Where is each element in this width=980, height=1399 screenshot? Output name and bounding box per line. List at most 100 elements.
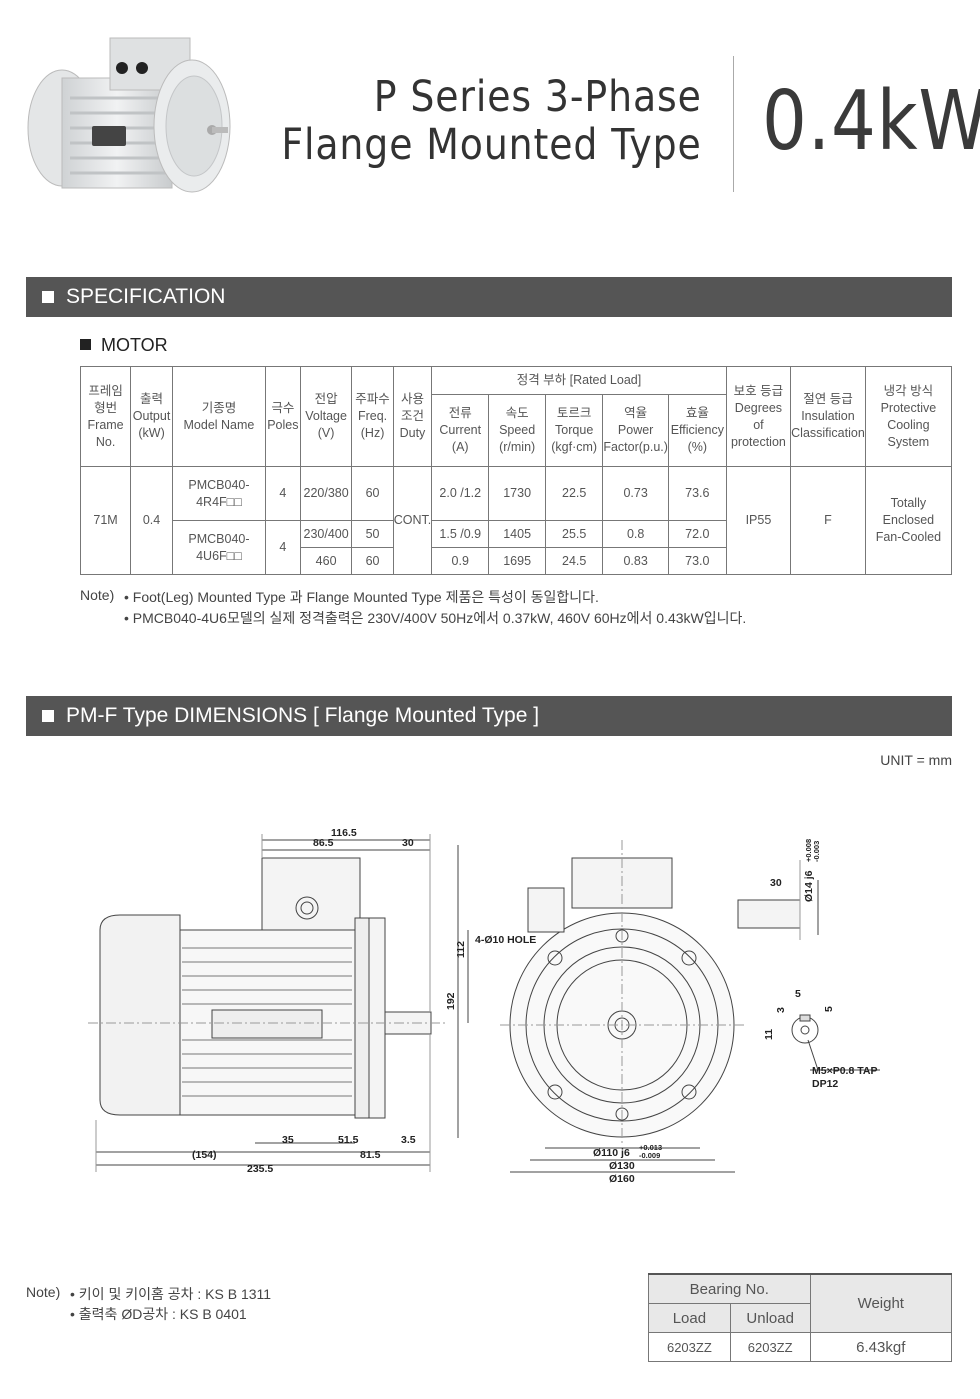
- motor-photo: [22, 28, 234, 206]
- square-bullet-icon: [80, 339, 91, 350]
- title-line-2: Flange Mounted Type: [281, 120, 702, 170]
- spec-note-label: Note): [80, 587, 115, 603]
- load-value: 6203ZZ: [648, 1332, 731, 1362]
- insulation-cell: F: [790, 466, 866, 575]
- dimensions-title: PM-F Type DIMENSIONS [ Flange Mounted Ty…: [66, 704, 540, 727]
- freq-cell: 60: [351, 466, 394, 521]
- dim-110-tol-dn: -0.009: [639, 1151, 660, 1160]
- duty-cell: CONT.: [392, 466, 433, 575]
- dim-hole: 4-Ø10 HOLE: [475, 934, 536, 946]
- bearing-header: Bearing No.: [648, 1273, 811, 1304]
- torque-cell: 24.5: [545, 547, 604, 575]
- pf-cell: 0.73: [602, 466, 669, 521]
- model-cell: PMCB040-4U6F□□: [171, 520, 266, 575]
- specification-title: SPECIFICATION: [66, 285, 226, 308]
- dim-116: 116.5: [331, 827, 357, 839]
- dim-tap: M5×P0.8 TAP: [812, 1065, 877, 1077]
- frame-cell: 71M: [79, 466, 132, 575]
- square-bullet-icon: [42, 291, 54, 303]
- dim-30b: 30: [770, 877, 782, 889]
- freq-cell: 60: [351, 547, 394, 575]
- voltage-cell: 230/400: [299, 520, 353, 548]
- dim-key-3: 3: [775, 1007, 787, 1013]
- dim-130: Ø130: [609, 1160, 635, 1172]
- header-rated-load: 정격 부하 [Rated Load]: [431, 366, 727, 395]
- speed-cell: 1695: [488, 547, 547, 575]
- unload-value: 6203ZZ: [729, 1332, 811, 1362]
- dim-key-11: 11: [763, 1029, 775, 1040]
- speed-cell: 1730: [488, 466, 547, 521]
- pf-cell: 0.83: [602, 547, 669, 575]
- torque-cell: 22.5: [545, 466, 604, 521]
- dim-192: 192: [445, 992, 457, 1010]
- eff-cell: 73.6: [667, 466, 727, 521]
- specification-bar: SPECIFICATION: [26, 277, 952, 317]
- dim-110-tol-up: +0.013: [639, 1143, 662, 1152]
- power-rating: 0.4kW: [762, 74, 980, 169]
- current-cell: 0.9: [431, 547, 490, 575]
- dim-dp: DP12: [812, 1078, 838, 1090]
- bottom-note-label: Note): [26, 1284, 61, 1300]
- spec-note-1: • Foot(Leg) Mounted Type 과 Flange Mounte…: [124, 589, 599, 605]
- poles-cell: 4: [264, 466, 301, 521]
- dim-key-5b: 5: [823, 1006, 835, 1012]
- dim-51: 51.5: [338, 1134, 359, 1146]
- dim-235: 235.5: [247, 1163, 273, 1175]
- spec-note-2: • PMCB040-4U6모델의 실제 정격출력은 230V/400V 50Hz…: [124, 610, 747, 626]
- unload-header: Unload: [729, 1303, 811, 1333]
- pf-cell: 0.8: [602, 520, 669, 548]
- model-cell: PMCB040-4R4F□□: [171, 466, 266, 521]
- poles-cell: 4: [264, 520, 301, 575]
- eff-cell: 73.0: [667, 547, 727, 575]
- bottom-note-1: • 키이 및 키이홈 공차 : KS B 1311: [70, 1286, 272, 1302]
- dim-3-5: 3.5: [401, 1134, 416, 1146]
- weight-value: 6.43kgf: [809, 1332, 953, 1362]
- voltage-cell: 220/380: [299, 466, 353, 521]
- voltage-cell: 460: [299, 547, 353, 575]
- eff-cell: 72.0: [667, 520, 727, 548]
- current-cell: 2.0 /1.2: [431, 466, 490, 521]
- current-cell: 1.5 /0.9: [431, 520, 490, 548]
- title-line-1: P Series 3-Phase: [373, 72, 702, 122]
- freq-cell: 50: [351, 520, 394, 548]
- dimension-drawing: 116.5 86.5 30 112 192 35 51.5 3.5 (154) …: [88, 827, 880, 1185]
- load-header: Load: [648, 1303, 731, 1333]
- torque-cell: 25.5: [545, 520, 604, 548]
- header-divider: [733, 56, 734, 192]
- dim-154: (154): [192, 1149, 217, 1161]
- weight-header: Weight: [809, 1273, 953, 1333]
- dim-86: 86.5: [313, 837, 334, 849]
- dim-shaft: Ø14 j6: [803, 870, 815, 902]
- dim-112: 112: [455, 941, 467, 958]
- dim-81: 81.5: [360, 1149, 381, 1161]
- speed-cell: 1405: [488, 520, 547, 548]
- dim-110: Ø110 j6: [593, 1147, 630, 1159]
- dim-shaft-tol-dn: -0.003: [812, 841, 821, 862]
- protection-cell: IP55: [725, 466, 792, 575]
- table-row: 71M 0.4 PMCB040-4R4F□□ 4 220/380 60 CONT…: [79, 466, 953, 575]
- square-bullet-icon: [42, 710, 54, 722]
- dimensions-bar: PM-F Type DIMENSIONS [ Flange Mounted Ty…: [26, 696, 952, 736]
- unit-label: UNIT = mm: [880, 752, 952, 768]
- bottom-note-2: • 출력축 ØD공차 : KS B 0401: [70, 1306, 247, 1322]
- dim-shaft-tol-up: +0.008: [804, 839, 813, 862]
- bearing-table: Bearing No. Weight Load Unload 6203ZZ 62…: [648, 1273, 953, 1362]
- output-cell: 0.4: [130, 466, 173, 575]
- table-row: 460 60 0.9 1695 24.5 0.83 73.0: [81, 547, 952, 575]
